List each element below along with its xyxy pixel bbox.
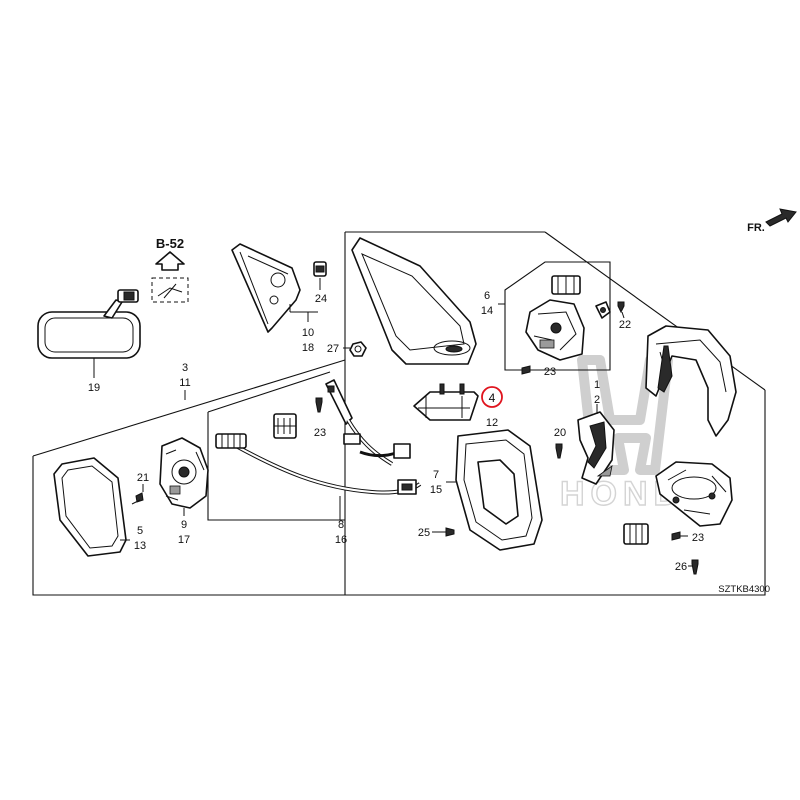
screw-part-23-harness: 23 (314, 397, 326, 439)
callout-17: 17 (178, 534, 190, 546)
callout-21: 21 (137, 472, 149, 484)
screw-part-23-actuator: 23 (521, 365, 556, 378)
callout-7: 7 (433, 469, 439, 481)
front-arrow-icon (765, 208, 797, 227)
callout-8: 8 (338, 519, 344, 531)
actuator-subframe (504, 261, 611, 371)
callout-23-cover: 23 (692, 532, 704, 544)
callout-10: 10 (302, 327, 314, 339)
mirror-actuator-part: 9 17 (159, 437, 209, 546)
section-reference: B-52 (151, 236, 189, 303)
callout-25: 25 (418, 527, 430, 539)
lower-cover-part (655, 461, 733, 527)
mirror-housing-part: 7 15 (430, 429, 543, 551)
bracket-part-4: 4 12 (413, 383, 503, 429)
retract-actuator-part: 6 14 (481, 275, 585, 361)
callout-16: 16 (335, 534, 347, 546)
callout-group-3-11: 3 11 (179, 362, 191, 400)
harness-subframe (207, 371, 345, 521)
rear-view-mirror-part: 19 (37, 289, 141, 394)
screw-part-22: 22 (595, 301, 631, 331)
connector-part-lower (623, 523, 649, 545)
wire-harness-part: 8 16 (215, 379, 422, 546)
front-direction-indicator: FR. (747, 208, 797, 234)
callout-13: 13 (134, 540, 146, 552)
callout-23-actuator: 23 (544, 366, 556, 378)
callout-12: 12 (486, 417, 498, 429)
screw-part-20: 20 (554, 427, 566, 459)
callout-24: 24 (315, 293, 327, 305)
callout-15: 15 (430, 484, 442, 496)
callout-23-harness: 23 (314, 427, 326, 439)
front-direction-label: FR. (747, 222, 765, 234)
callout-11: 11 (179, 377, 190, 389)
callout-27: 27 (327, 343, 339, 355)
mirror-garnish-part: 10 18 (231, 243, 318, 354)
callout-14: 14 (481, 305, 493, 317)
callout-2: 2 (594, 394, 600, 406)
callout-6: 6 (484, 290, 490, 302)
screw-part-21: 21 (131, 472, 149, 505)
callout-9: 9 (181, 519, 187, 531)
callout-1: 1 (594, 379, 600, 391)
callout-3: 3 (182, 362, 188, 374)
mirror-base-cover-part (351, 237, 477, 365)
callout-18: 18 (302, 342, 314, 354)
callout-20: 20 (554, 427, 566, 439)
skull-cap-part (645, 325, 737, 437)
side-turn-signal-part: 1 2 (577, 379, 615, 485)
up-arrow-icon (155, 251, 185, 271)
diagram-code: SZTKB4300 (718, 584, 770, 595)
clip-part-24: 24 (313, 261, 327, 305)
screw-part-23-cover: 23 (671, 531, 704, 544)
callout-5: 5 (137, 525, 143, 537)
mirror-glass-part: 5 13 (53, 457, 146, 557)
section-reference-label: B-52 (156, 236, 184, 251)
callout-22: 22 (619, 319, 631, 331)
highlight-circle (481, 386, 503, 408)
nut-part-27: 27 (327, 341, 367, 357)
callout-4: 4 (489, 391, 496, 405)
screw-part-26: 26 (675, 559, 699, 575)
callout-19: 19 (88, 382, 100, 394)
callout-26: 26 (675, 561, 687, 573)
connector-part (273, 413, 297, 439)
screw-part-25: 25 (418, 527, 455, 539)
